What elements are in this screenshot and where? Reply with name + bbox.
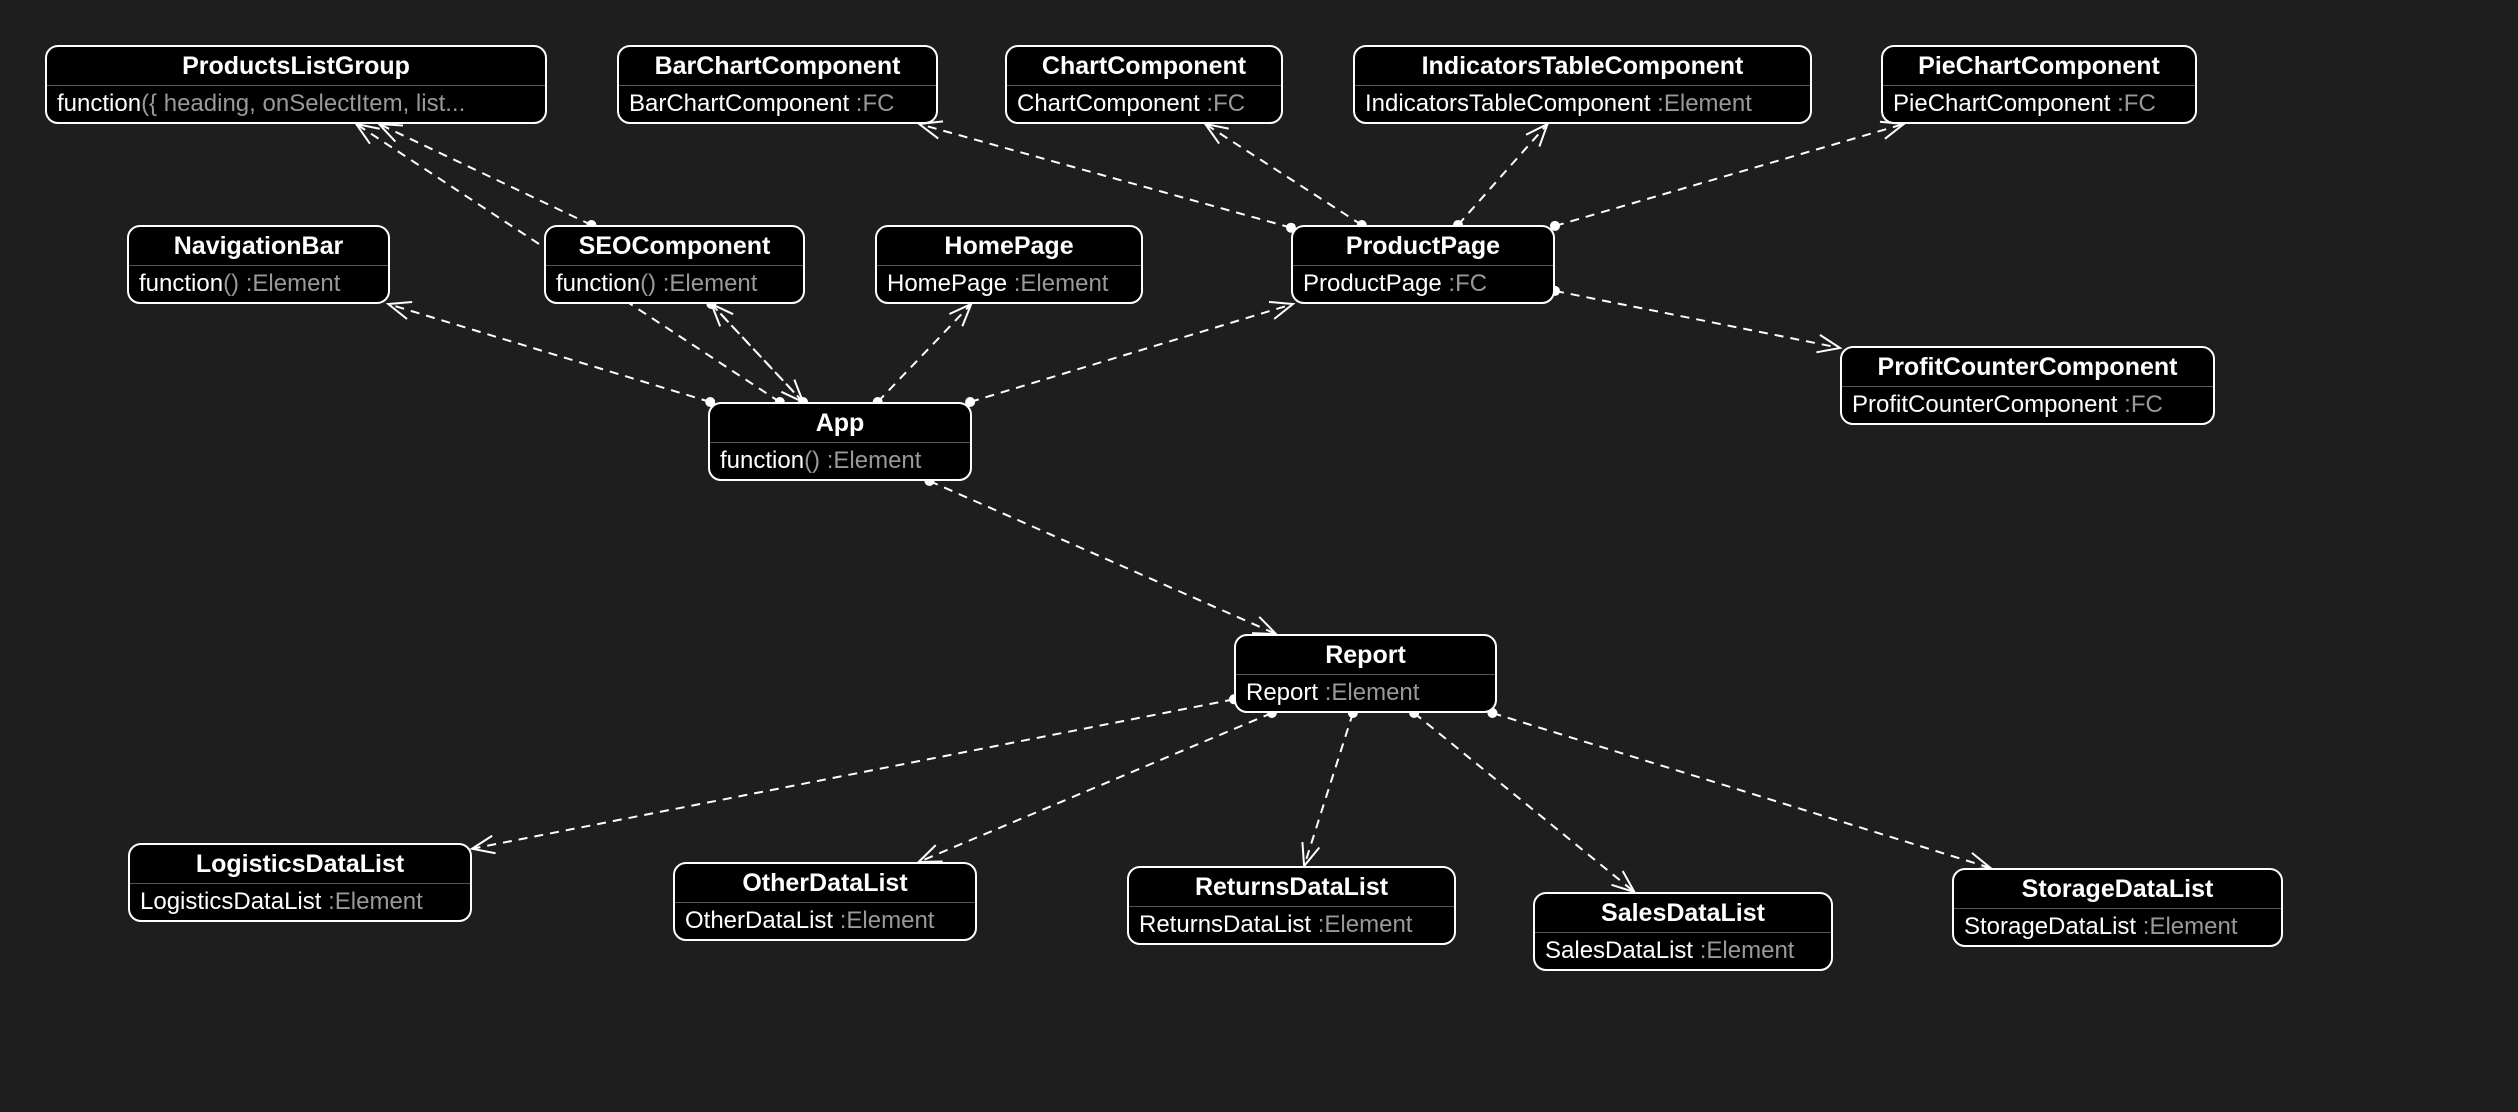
edge-line [1457, 123, 1549, 226]
edge-report-to-salesdatalist [1409, 708, 1637, 894]
node-signature: function() :Element [720, 447, 922, 474]
edge-arrowhead [469, 834, 496, 855]
node-signature: function() :Element [139, 270, 341, 297]
edge-arrowhead [1301, 841, 1321, 869]
edge-arrowhead [1525, 121, 1550, 147]
node-homepage[interactable]: HomePage HomePage :Element [875, 225, 1143, 304]
node-otherdatalist[interactable]: OtherDataList OtherDataList :Element [673, 862, 977, 941]
node-indicatorstablecomponent[interactable]: IndicatorsTableComponent IndicatorsTable… [1353, 45, 1812, 124]
edge-arrowhead [353, 122, 380, 145]
edge-seocomponent-to-productslistgroup [376, 122, 597, 230]
edge-report-to-returnsdatalist [1301, 708, 1358, 869]
node-signature: BarChartComponent :FC [629, 90, 895, 117]
edge-arrowhead [1202, 122, 1229, 145]
edge-line [876, 303, 973, 403]
node-title: App [710, 404, 970, 443]
node-title: LogisticsDataList [130, 845, 470, 884]
edge-line [929, 480, 1277, 635]
edge-line [1303, 712, 1354, 867]
node-profitcountercomponent[interactable]: ProfitCounterComponent ProfitCounterComp… [1840, 346, 2215, 425]
node-signature: ReturnsDataList :Element [1139, 911, 1413, 938]
node-title: ReturnsDataList [1129, 868, 1454, 907]
edge-arrowhead [916, 844, 943, 864]
node-title: OtherDataList [675, 864, 975, 903]
node-signature: function() :Element [556, 270, 758, 297]
node-productpage[interactable]: ProductPage ProductPage :FC [1291, 225, 1555, 304]
node-signature: ProductPage :FC [1303, 270, 1488, 297]
edge-report-to-logisticsdatalist [469, 694, 1239, 855]
node-productslistgroup[interactable]: ProductsListGroup function({ heading, on… [45, 45, 547, 124]
node-logisticsdatalist[interactable]: LogisticsDataList LogisticsDataList :Ele… [128, 843, 472, 922]
edge-arrowhead [916, 120, 944, 140]
edge-app-to-homepage [872, 302, 974, 407]
node-storagedatalist[interactable]: StorageDataList StorageDataList :Element [1952, 868, 2283, 947]
node-title: SEOComponent [546, 227, 803, 266]
edge-productpage-to-piechartcomponent [1550, 120, 1907, 231]
edge-arrowhead [385, 300, 413, 320]
node-signature: ProfitCounterComponent :FC [1852, 391, 2163, 418]
node-signature: IndicatorsTableComponent :Element [1365, 90, 1752, 117]
edge-productpage-to-chartcomponent [1202, 122, 1367, 230]
node-chartcomponent[interactable]: ChartComponent ChartComponent :FC [1005, 45, 1283, 124]
edge-line [471, 698, 1235, 850]
node-title: ProductsListGroup [47, 47, 545, 86]
node-barchartcomponent[interactable]: BarChartComponent BarChartComponent :FC [617, 45, 938, 124]
node-signature: StorageDataList :Element [1964, 913, 2238, 940]
node-signature: LogisticsDataList :Element [140, 888, 423, 915]
edge-line [378, 123, 592, 226]
edge-arrowhead [1268, 300, 1296, 320]
edge-line [355, 123, 781, 403]
edge-productpage-to-barchartcomponent [916, 120, 1296, 233]
edge-line [969, 303, 1294, 403]
node-signature: HomePage :Element [887, 270, 1109, 297]
node-signature: function({ heading, onSelectItem, list..… [57, 90, 466, 117]
edge-line [1492, 712, 1991, 869]
edge-report-to-storagedatalist [1487, 708, 1994, 871]
node-title: PieChartComponent [1883, 47, 2195, 86]
node-returnsdatalist[interactable]: ReturnsDataList ReturnsDataList :Element [1127, 866, 1456, 945]
edge-origin-dot [1550, 220, 1560, 231]
node-title: SalesDataList [1535, 894, 1831, 933]
edge-app-to-productpage [965, 300, 1296, 407]
node-report[interactable]: Report Report :Element [1234, 634, 1497, 713]
node-navigationbar[interactable]: NavigationBar function() :Element [127, 225, 390, 304]
node-seocomponent[interactable]: SEOComponent function() :Element [544, 225, 805, 304]
edge-arrowhead [949, 302, 974, 327]
node-title: ProductPage [1293, 227, 1553, 266]
edge-line [1554, 289, 1841, 349]
edge-app-to-report [924, 476, 1279, 636]
node-salesdatalist[interactable]: SalesDataList SalesDataList :Element [1533, 892, 1833, 971]
edge-arrowhead [376, 122, 404, 143]
edge-line [918, 712, 1273, 863]
node-app[interactable]: App function() :Element [708, 402, 972, 481]
edge-line [710, 303, 804, 403]
edge-line [387, 303, 711, 403]
edge-productpage-to-profitcountercomponent [1550, 285, 1843, 354]
node-piechartcomponent[interactable]: PieChartComponent PieChartComponent :FC [1881, 45, 2197, 124]
edge-line [1554, 123, 1905, 227]
edge-productpage-to-indicatorstablecomponent [1453, 121, 1550, 230]
node-signature: ChartComponent :FC [1017, 90, 1246, 117]
edge-arrowhead [1816, 334, 1843, 354]
edge-report-to-otherdatalist [916, 708, 1277, 864]
node-title: StorageDataList [1954, 870, 2281, 909]
node-signature: SalesDataList :Element [1545, 937, 1795, 964]
node-title: ProfitCounterComponent [1842, 348, 2213, 387]
node-title: BarChartComponent [619, 47, 936, 86]
node-title: Report [1236, 636, 1495, 675]
node-title: NavigationBar [129, 227, 388, 266]
node-title: IndicatorsTableComponent [1355, 47, 1810, 86]
node-title: ChartComponent [1007, 47, 1281, 86]
node-title: HomePage [877, 227, 1141, 266]
edge-line [918, 123, 1292, 229]
edge-line [1413, 712, 1636, 893]
node-signature: OtherDataList :Element [685, 907, 935, 934]
edge-app-to-navigationbar [385, 300, 716, 407]
node-signature: Report :Element [1246, 679, 1420, 706]
node-signature: PieChartComponent :FC [1893, 90, 2156, 117]
